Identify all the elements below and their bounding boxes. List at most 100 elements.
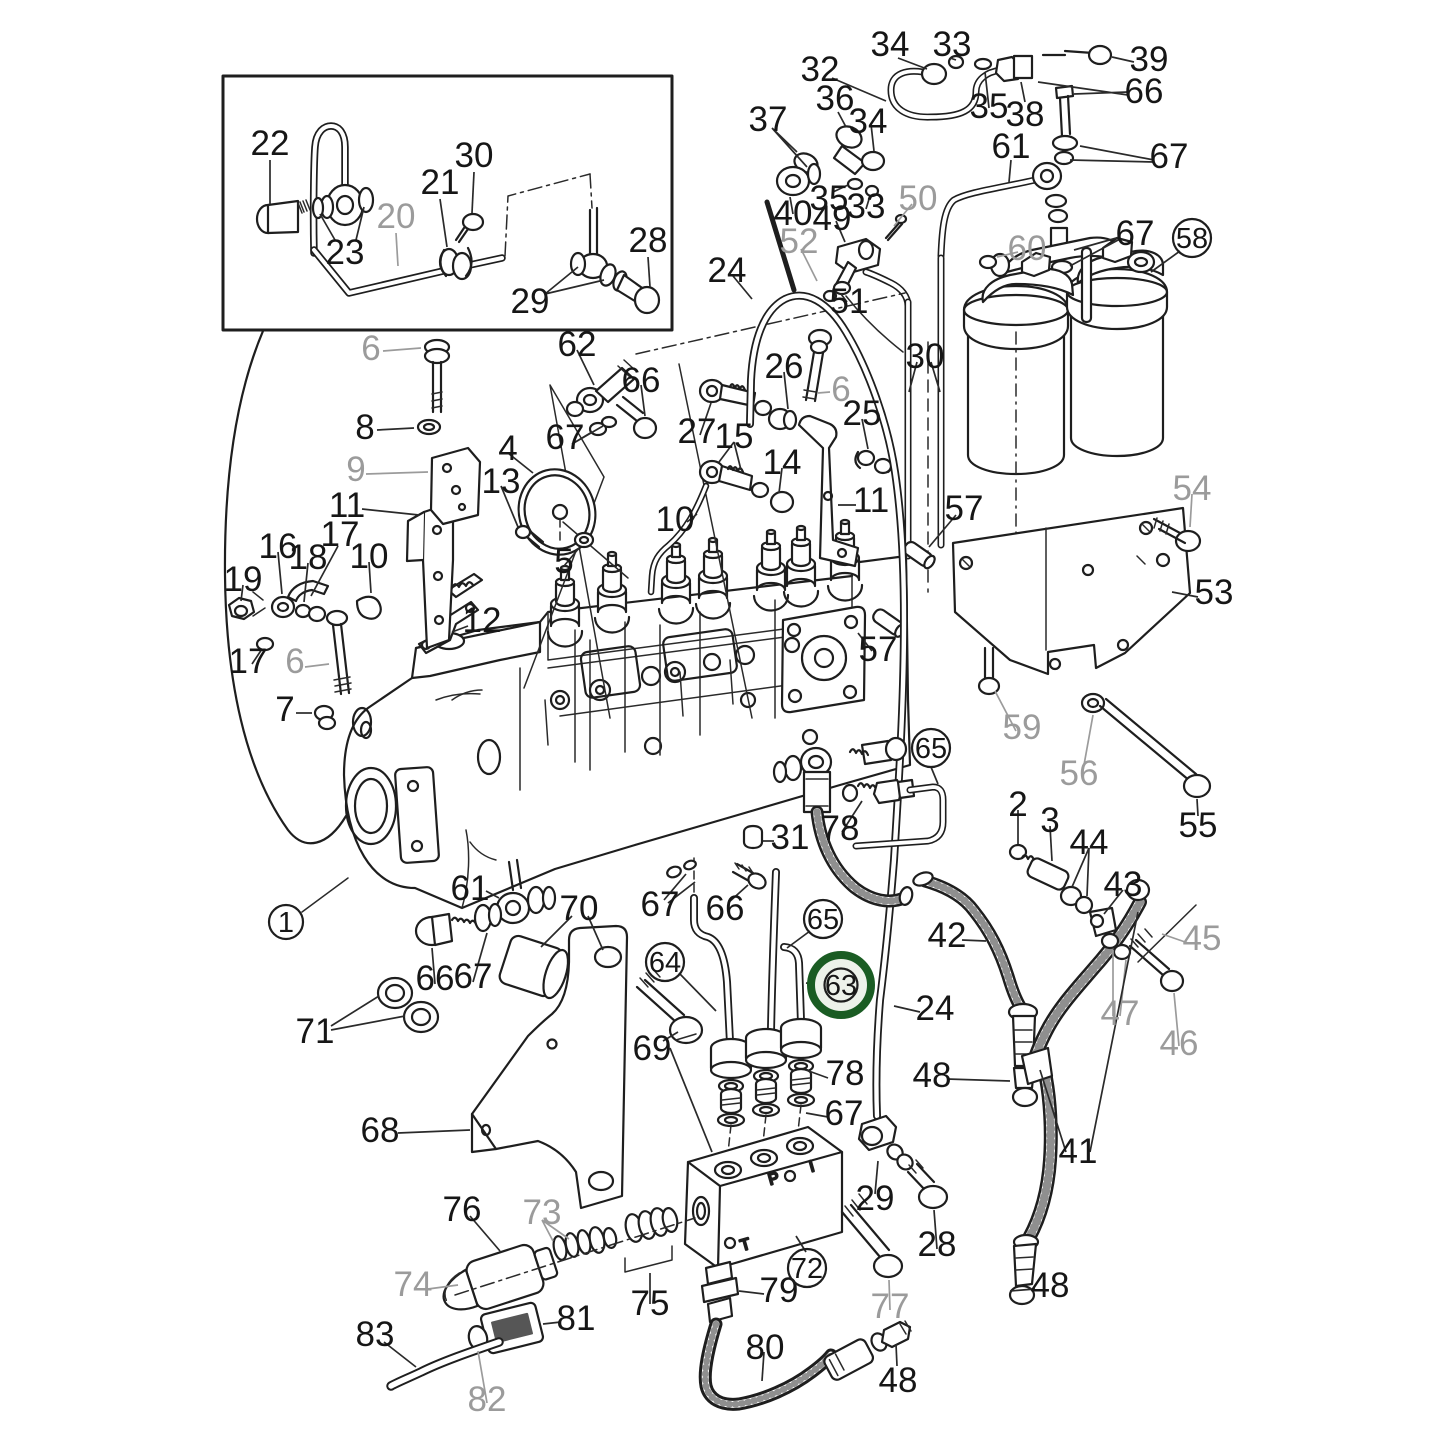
svg-text:65: 65 (807, 904, 839, 936)
svg-text:5: 5 (554, 542, 573, 581)
svg-text:67: 67 (1150, 137, 1189, 176)
svg-text:19: 19 (224, 560, 263, 599)
svg-text:52: 52 (780, 222, 819, 261)
svg-text:63: 63 (825, 970, 857, 1002)
svg-text:28: 28 (918, 1225, 957, 1264)
svg-text:57: 57 (859, 630, 898, 669)
svg-text:67: 67 (454, 957, 493, 996)
svg-text:47: 47 (1101, 994, 1140, 1033)
svg-text:44: 44 (1070, 823, 1109, 862)
svg-text:35: 35 (970, 87, 1009, 126)
svg-text:15: 15 (715, 417, 754, 456)
svg-text:23: 23 (326, 233, 365, 272)
svg-text:8: 8 (355, 408, 374, 447)
svg-text:20: 20 (377, 197, 416, 236)
svg-text:11: 11 (329, 486, 365, 525)
svg-text:4: 4 (498, 429, 517, 468)
svg-text:38: 38 (1006, 95, 1045, 134)
svg-text:17: 17 (321, 515, 360, 554)
svg-text:39: 39 (1130, 40, 1169, 79)
svg-text:31: 31 (771, 818, 810, 857)
svg-text:2: 2 (1008, 785, 1027, 824)
svg-text:58: 58 (1176, 223, 1208, 255)
svg-text:24: 24 (916, 989, 955, 1028)
svg-text:60: 60 (1008, 229, 1047, 268)
svg-text:67: 67 (546, 418, 585, 457)
svg-text:6: 6 (285, 642, 304, 681)
svg-text:13: 13 (482, 462, 521, 501)
svg-text:18: 18 (289, 538, 328, 577)
svg-text:51: 51 (830, 282, 869, 321)
svg-text:45: 45 (1183, 919, 1222, 958)
svg-text:24: 24 (708, 251, 747, 290)
svg-text:68: 68 (361, 1111, 400, 1150)
svg-text:66: 66 (1125, 72, 1164, 111)
svg-text:69: 69 (633, 1029, 672, 1068)
svg-text:83: 83 (356, 1315, 395, 1354)
svg-text:21: 21 (421, 163, 460, 202)
svg-text:6: 6 (361, 329, 380, 368)
svg-text:37: 37 (749, 100, 788, 139)
svg-text:66: 66 (622, 361, 661, 400)
svg-text:34: 34 (871, 25, 910, 64)
svg-text:32: 32 (801, 50, 840, 89)
svg-text:79: 79 (760, 1271, 799, 1310)
svg-text:49: 49 (813, 199, 852, 238)
svg-text:54: 54 (1173, 469, 1212, 508)
svg-text:67: 67 (825, 1094, 864, 1133)
svg-text:1: 1 (278, 907, 294, 939)
svg-text:67: 67 (641, 885, 680, 924)
svg-text:48: 48 (879, 1361, 918, 1400)
svg-text:78: 78 (821, 809, 860, 848)
svg-text:35: 35 (810, 179, 849, 218)
svg-text:77: 77 (871, 1287, 910, 1326)
svg-text:25: 25 (843, 394, 882, 433)
svg-text:6: 6 (831, 370, 850, 409)
svg-text:I: I (807, 1158, 816, 1176)
svg-text:3: 3 (1040, 801, 1059, 840)
svg-text:34: 34 (849, 102, 888, 141)
svg-text:71: 71 (296, 1012, 335, 1051)
svg-text:12: 12 (463, 601, 502, 640)
svg-text:76: 76 (443, 1190, 482, 1229)
svg-text:48: 48 (913, 1056, 952, 1095)
svg-text:17: 17 (229, 642, 268, 681)
svg-text:55: 55 (1179, 806, 1218, 845)
svg-text:30: 30 (455, 136, 494, 175)
svg-text:29: 29 (856, 1179, 895, 1218)
svg-text:29: 29 (511, 282, 550, 321)
svg-text:59: 59 (1003, 708, 1042, 747)
svg-text:16: 16 (259, 527, 298, 566)
svg-text:65: 65 (915, 733, 947, 765)
svg-text:10: 10 (350, 537, 389, 576)
svg-text:40: 40 (774, 194, 813, 233)
svg-text:75: 75 (631, 1284, 670, 1323)
svg-text:70: 70 (560, 889, 599, 928)
svg-text:33: 33 (847, 187, 886, 226)
svg-text:61: 61 (992, 127, 1031, 166)
svg-text:82: 82 (468, 1380, 507, 1419)
svg-text:56: 56 (1060, 754, 1099, 793)
svg-text:43: 43 (1104, 865, 1143, 904)
svg-text:50: 50 (899, 179, 938, 218)
svg-text:72: 72 (791, 1253, 823, 1285)
svg-text:57: 57 (945, 489, 984, 528)
svg-text:41: 41 (1059, 1132, 1098, 1171)
svg-text:10: 10 (656, 500, 695, 539)
svg-text:22: 22 (251, 124, 290, 163)
svg-text:27: 27 (678, 412, 717, 451)
svg-text:7: 7 (275, 690, 294, 729)
svg-text:28: 28 (629, 221, 668, 260)
svg-text:66: 66 (706, 889, 745, 928)
svg-text:26: 26 (765, 347, 804, 386)
svg-text:33: 33 (933, 25, 972, 64)
svg-text:11: 11 (853, 481, 889, 520)
svg-text:80: 80 (746, 1328, 785, 1367)
svg-text:73: 73 (523, 1193, 562, 1232)
svg-text:9: 9 (346, 450, 365, 489)
svg-text:61: 61 (451, 869, 490, 908)
svg-text:74: 74 (394, 1265, 433, 1304)
svg-text:30: 30 (906, 337, 945, 376)
svg-text:53: 53 (1195, 573, 1234, 612)
svg-text:46: 46 (1160, 1024, 1199, 1063)
